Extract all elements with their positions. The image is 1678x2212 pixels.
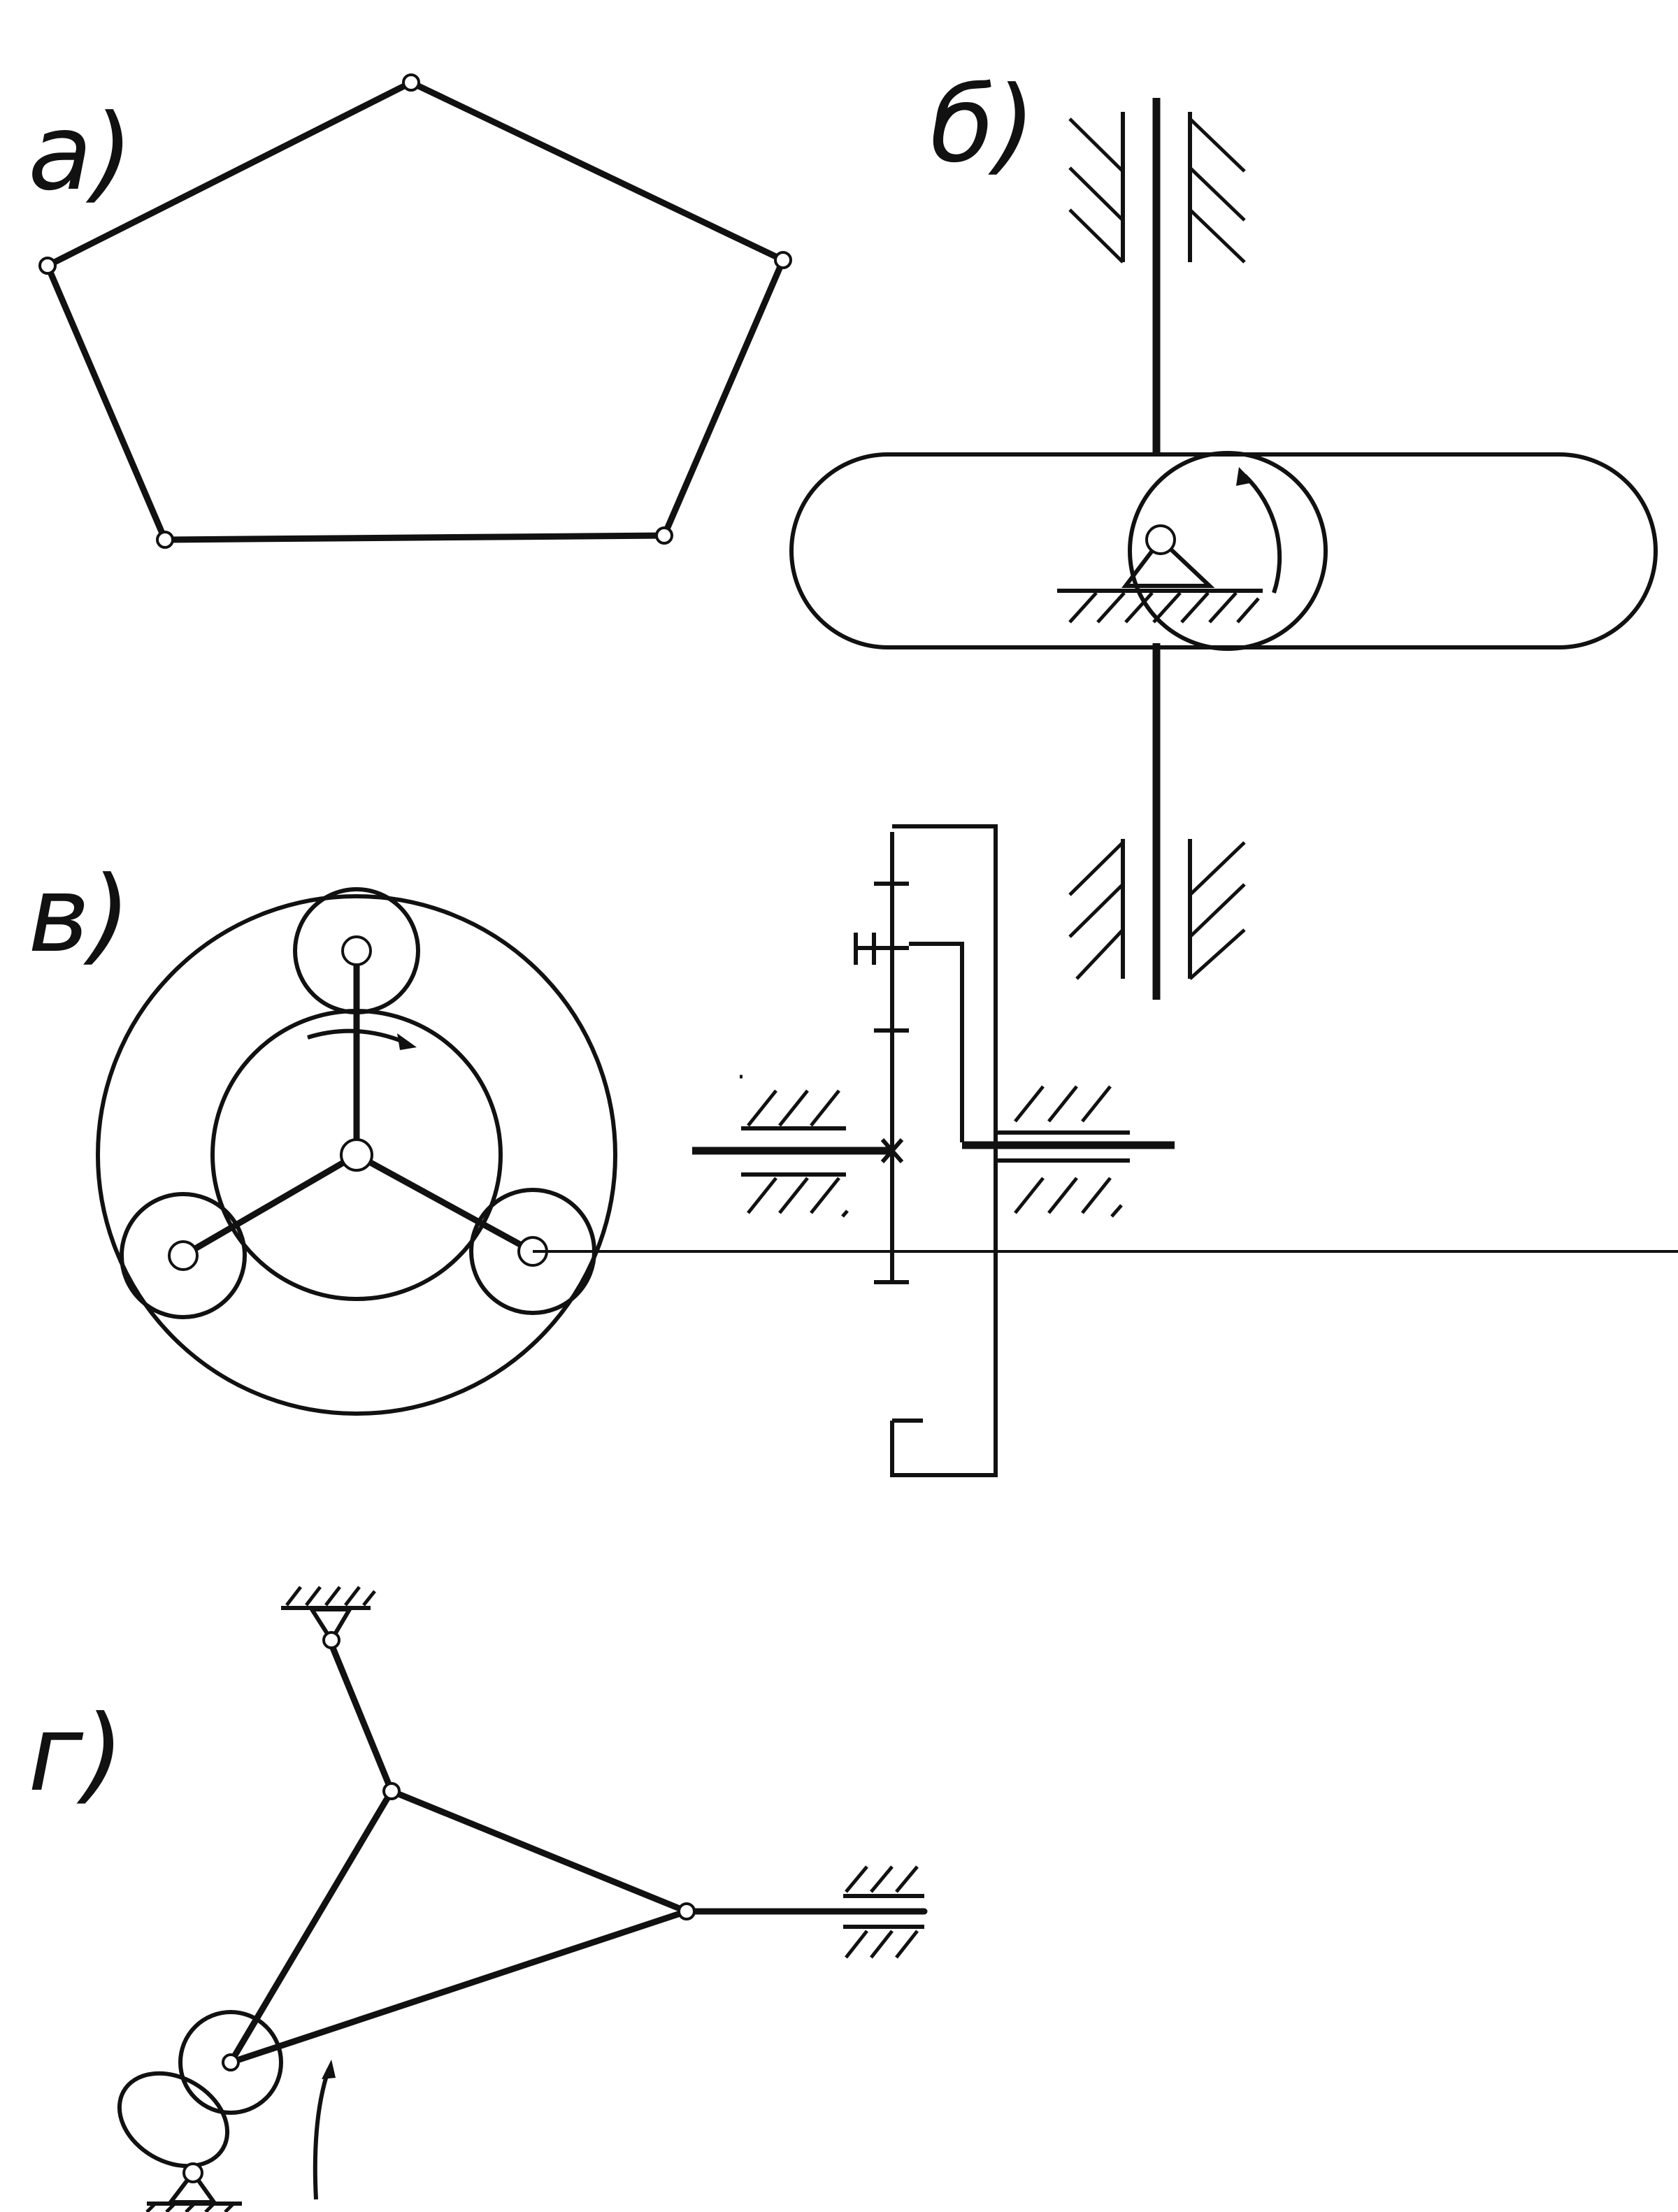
- cam-pivot: [1145, 524, 1176, 555]
- joint-top: [402, 73, 420, 92]
- rotation-arc: [1242, 473, 1282, 594]
- carrier-arms: [180, 947, 536, 1259]
- rotation-arrow-icon: [1236, 467, 1254, 486]
- sun-rotation-arc: [307, 1028, 408, 1045]
- triangle-upper-side: [388, 1788, 690, 1915]
- joint-top-support: [322, 1631, 340, 1649]
- ring-gear-side: [890, 824, 998, 1477]
- joint-roller-center: [222, 2053, 240, 2071]
- label-v: в): [28, 854, 131, 976]
- slider-guide-hatching: [845, 1865, 919, 1959]
- label-g: г): [28, 1693, 124, 1815]
- scheme-g-linkage: г): [28, 1586, 928, 2212]
- cam-ellipse: [117, 2071, 230, 2169]
- joint-cam-pivot: [182, 2162, 203, 2183]
- slotted-yoke: [789, 452, 1658, 649]
- coupler-link: [227, 1788, 395, 2066]
- scheme-v-planetary-gear: в): [28, 824, 1678, 1477]
- roller: [178, 2010, 283, 2115]
- joint-left: [38, 257, 57, 275]
- planet-axle-left: [168, 1240, 199, 1271]
- sun-rotation-arrow-icon: [397, 1033, 417, 1050]
- lower-guide-hatching: [1068, 839, 1246, 980]
- joint-bottom-right: [655, 526, 673, 545]
- side-view: [692, 824, 1175, 1477]
- rocker-link: [328, 1641, 395, 1795]
- carrier-link: [909, 942, 964, 1142]
- joint-slider: [677, 1902, 696, 1920]
- cam-disk: [1128, 451, 1328, 651]
- pivot-ground-hatching: [1068, 591, 1260, 624]
- joint-right: [774, 251, 792, 269]
- label-a: а): [28, 92, 133, 214]
- joint-rocker-coupler: [382, 1782, 401, 1800]
- cam-rotation-arc: [313, 2069, 331, 2200]
- joint-bottom-left: [156, 531, 174, 549]
- scheme-a-pentagon-linkage: а): [28, 73, 792, 549]
- top-support-hatching: [285, 1586, 376, 1607]
- top-support-triangle: [308, 1607, 354, 1644]
- cam-pivot-hatching: [145, 2202, 235, 2212]
- ring-gear: [96, 894, 617, 1416]
- planet-axle-top: [341, 935, 372, 966]
- pentagon-links: [43, 78, 787, 543]
- cam-rotation-arrow-icon: [322, 2060, 336, 2079]
- triangle-lower-side: [227, 1908, 690, 2066]
- scheme-b-cam-mechanism: б): [789, 64, 1658, 1000]
- pivot-triangle: [1121, 536, 1215, 588]
- upper-guide-hatching: [1068, 112, 1246, 264]
- label-b: б): [930, 64, 1035, 186]
- planet-gear-left: [120, 1192, 247, 1319]
- carrier-center-joint: [340, 1138, 373, 1172]
